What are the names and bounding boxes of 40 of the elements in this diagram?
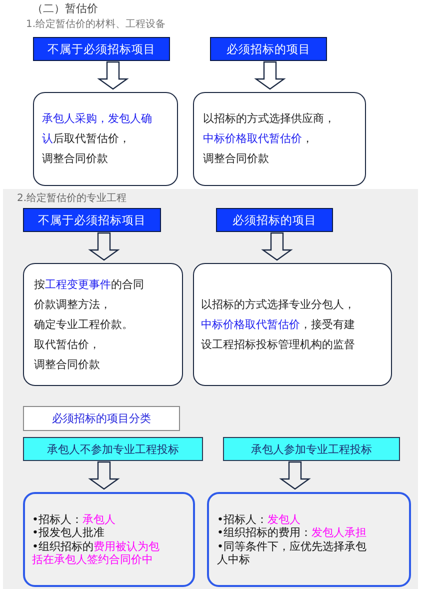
section-panel bbox=[3, 189, 418, 589]
section-heading: 2.给定暂估价的专业工程 bbox=[17, 192, 127, 205]
card-text: •组织招标的费用被认为包括在承包人签约合同价中 bbox=[32, 540, 160, 566]
block-arrow bbox=[88, 232, 120, 261]
text-card bbox=[23, 263, 183, 386]
category-header: 承包人不参加专业工程投标 bbox=[23, 437, 203, 461]
card-text: 取代暂估价， bbox=[34, 336, 101, 352]
text-card bbox=[193, 92, 366, 186]
block-arrow bbox=[254, 61, 286, 90]
heading-box: 必须招标的项目分类 bbox=[23, 406, 180, 431]
card-text: 按工程变更事件的合同价款调整方法， bbox=[34, 276, 145, 312]
card-text: 确定专业工程价款。 bbox=[34, 316, 134, 332]
card-text: •报发包人批准 bbox=[32, 526, 106, 540]
card-text: 以招标的方式选择供应商， bbox=[203, 111, 336, 127]
card-text: •同等条件下，应优先选择承包人中标 bbox=[217, 540, 368, 566]
card-text: 中标价格取代暂估价， bbox=[203, 131, 314, 147]
category-header: 不属于必须招标项目 bbox=[23, 208, 161, 232]
card-text: •组织招标的费用：发包人承担 bbox=[217, 526, 368, 540]
text-card bbox=[193, 263, 392, 386]
card-text: •招标人：发包人 bbox=[217, 512, 302, 526]
section-heading: 1.给定暂估价的材料、工程设备 bbox=[26, 18, 166, 31]
card-text: 中标价格取代暂估价，接受有建设工程招标投标管理机构的监督 bbox=[201, 316, 356, 352]
block-arrow bbox=[88, 461, 120, 490]
card-text: 调整合同价款 bbox=[34, 356, 101, 372]
block-arrow bbox=[279, 461, 311, 490]
category-header: 必须招标的项目 bbox=[216, 208, 333, 232]
category-header: 必须招标的项目 bbox=[210, 37, 327, 61]
card-text: •招标人：承包人 bbox=[32, 512, 116, 526]
category-header: 不属于必须招标项目 bbox=[33, 37, 170, 61]
card-text: 以招标的方式选择专业分包人， bbox=[201, 296, 356, 312]
diagram-title: （二）暂估价 bbox=[32, 1, 98, 16]
card-text: 调整合同价款 bbox=[203, 151, 270, 167]
category-header: 承包人参加专业工程投标 bbox=[223, 437, 400, 461]
block-arrow bbox=[97, 61, 129, 90]
card-text: 承包人采购，发包人确认后取代暂估价， bbox=[42, 111, 153, 147]
text-card bbox=[23, 492, 195, 587]
block-arrow bbox=[261, 232, 293, 261]
card-text: 调整合同价款 bbox=[42, 151, 109, 167]
text-card bbox=[207, 492, 411, 587]
text-card bbox=[33, 92, 178, 186]
